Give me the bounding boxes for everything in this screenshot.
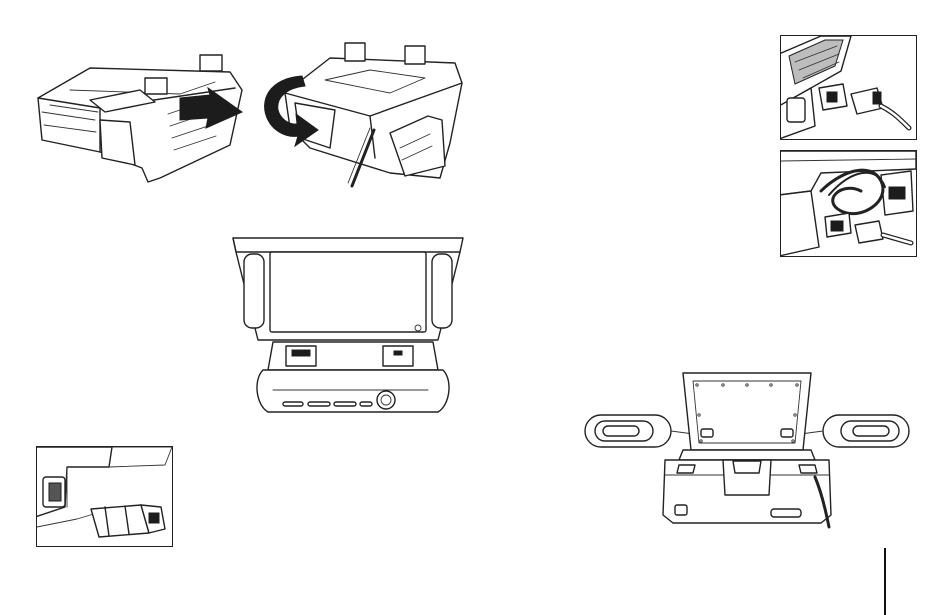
- bracket-rotate-illustration: [250, 38, 470, 193]
- player-front-illustration: [228, 230, 468, 420]
- power-connector-illustration: [37, 447, 172, 546]
- figure-attach-bracket-slide: [30, 50, 255, 185]
- right-speaker-grille: [432, 254, 452, 328]
- figure-power-connector-closeup: [36, 446, 173, 547]
- figure-player-with-side-speakers: [583, 365, 913, 530]
- bracket-slide-illustration: [30, 50, 255, 185]
- player-lid-back: [683, 373, 811, 450]
- figure-attach-bracket-rotate: [250, 38, 470, 193]
- figure-player-front-open: [228, 230, 468, 420]
- cable-closeup-top-illustration: [781, 36, 916, 139]
- right-connector-port: [383, 346, 413, 366]
- player-speakers-illustration: [583, 365, 913, 530]
- cable-closeup-bottom-illustration: [781, 151, 916, 256]
- left-speaker: [585, 415, 701, 447]
- power-plug-icon: [91, 505, 165, 537]
- cable-loop-icon: [821, 170, 885, 214]
- page-edge-rule: [884, 548, 886, 615]
- screen-panel: [270, 252, 426, 332]
- connector-plug-icon: [819, 84, 909, 128]
- figure-headrest-cable-closeup-top: [780, 35, 917, 140]
- control-dial: [377, 391, 395, 409]
- right-speaker: [793, 415, 909, 447]
- left-speaker-grille: [244, 254, 264, 328]
- figure-headrest-cable-closeup-bottom: [780, 150, 917, 257]
